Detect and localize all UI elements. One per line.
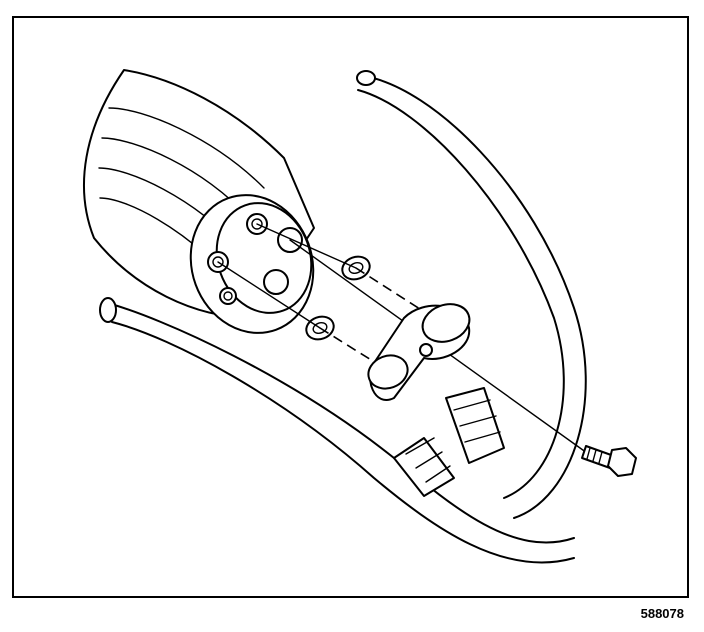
mounting-bolt — [581, 445, 637, 477]
illustration-frame — [12, 16, 689, 598]
figure-id-label: 588078 — [640, 606, 684, 621]
compressor-hose-diagram — [83, 69, 637, 564]
upper-hose — [356, 70, 587, 519]
manifold-fitting — [367, 303, 505, 497]
compressor-body — [83, 69, 315, 334]
lower-hose — [99, 297, 575, 564]
